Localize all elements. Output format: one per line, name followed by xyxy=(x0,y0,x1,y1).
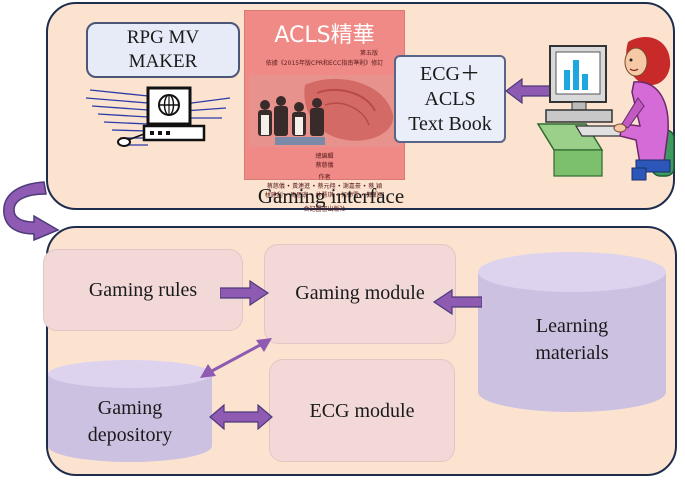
acls-book-cover: ACLS精華 第五版 依據《2015年版CPR和ECC指南準則》修訂 總編輯 蔡… xyxy=(244,10,405,213)
book-authors-label: 作者 xyxy=(318,174,331,181)
book-authors-line2: 林建利 • 馬思宏 • 林慧琪 • 何仰雪 • 鄭凱明 xyxy=(264,192,385,199)
book-authors-line1: 蔡慈儀 • 黃連進 • 蔡元翔 • 謝嘉豪 • 蔡 穎 xyxy=(266,183,383,190)
gaming-rules-box: Gaming rules xyxy=(43,249,243,331)
book-edition: 第五版 xyxy=(359,50,378,57)
rpg-mv-maker-box: RPG MV MAKER xyxy=(86,22,240,78)
book-editor: 蔡慈儀 xyxy=(315,162,334,169)
curved-arrow-icon xyxy=(3,181,60,242)
gaming-rules-label: Gaming rules xyxy=(88,279,198,301)
book-subtitle: 依據《2015年版CPR和ECC指南準則》修訂 xyxy=(265,60,384,67)
ecgbook-line3: Text Book xyxy=(408,112,492,135)
ecg-module-box: ECG module xyxy=(269,359,455,462)
gaming-interface-caption: Gaming interface xyxy=(257,184,405,208)
arrow-depository-ecg xyxy=(209,404,273,430)
book-cover-photo xyxy=(249,75,402,147)
learning-materials-cylinder xyxy=(478,252,666,412)
ecgbook-line1: ECG＋ xyxy=(420,62,480,85)
person-at-computer-icon xyxy=(536,36,675,181)
arrow-module-depository xyxy=(200,338,272,378)
arrow-materials-to-module xyxy=(432,289,482,315)
rpg-line2: MAKER xyxy=(128,51,198,72)
book-publisher: 合記圖書出版社 xyxy=(303,206,346,213)
book-editor-label: 總編輯 xyxy=(315,153,334,160)
gaming-module-label: Gaming module xyxy=(295,282,425,304)
gaming-module-box: Gaming module xyxy=(264,244,456,344)
book-title: ACLS精華 xyxy=(274,23,375,48)
learning-line2: materials xyxy=(535,342,609,364)
ecg-acls-textbook-box: ECG＋ ACLS Text Book xyxy=(394,55,506,143)
learning-line1: Learning xyxy=(535,315,609,337)
arrow-rules-to-module xyxy=(220,280,270,306)
gaming-depository-label: Gaming depository xyxy=(50,390,210,454)
gaming-depository-cylinder xyxy=(48,360,212,462)
depository-line2: depository xyxy=(87,424,173,446)
depository-line1: Gaming xyxy=(97,397,163,419)
rpg-line1: RPG MV xyxy=(126,27,200,49)
computer-globe-icon xyxy=(85,86,231,147)
ecgbook-line2: ACLS xyxy=(424,87,476,110)
learning-materials-label: Learning materials xyxy=(476,300,668,380)
ecg-module-label: ECG module xyxy=(309,399,415,422)
